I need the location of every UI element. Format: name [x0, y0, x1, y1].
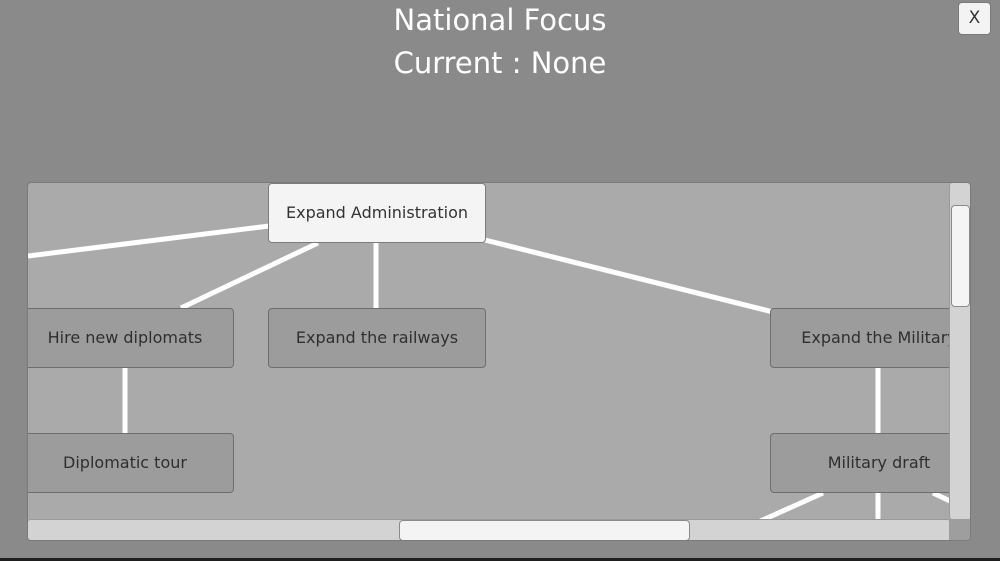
focus-node-hire-new-diplomats[interactable]: Hire new diplomats	[28, 308, 234, 368]
focus-connectors	[28, 223, 952, 526]
focus-node-expand-the-railways[interactable]: Expand the railways	[268, 308, 486, 368]
connector-line	[179, 240, 320, 311]
connector-line	[931, 490, 952, 504]
close-button[interactable]: X	[958, 2, 991, 35]
focus-node-expand-the-military[interactable]: Expand the Military	[770, 308, 970, 368]
horizontal-scrollbar-thumb[interactable]	[399, 520, 690, 540]
vertical-scrollbar[interactable]	[949, 183, 970, 519]
focus-tree-viewport[interactable]: Expand Administration Hire new diplomats…	[27, 182, 971, 541]
focus-node-expand-administration[interactable]: Expand Administration	[268, 183, 486, 243]
page-title: National Focus	[393, 3, 607, 37]
horizontal-scrollbar[interactable]	[28, 519, 950, 540]
focus-node-military-draft[interactable]: Military draft	[770, 433, 970, 493]
vertical-scrollbar-thumb[interactable]	[951, 205, 970, 307]
bottom-border	[0, 558, 1000, 561]
scrollbar-corner	[949, 519, 970, 540]
connector-line	[28, 223, 270, 259]
focus-node-diplomatic-tour[interactable]: Diplomatic tour	[28, 433, 234, 493]
connector-line	[754, 490, 825, 526]
connector-line	[484, 237, 774, 315]
current-focus-label: Current : None	[393, 46, 607, 80]
